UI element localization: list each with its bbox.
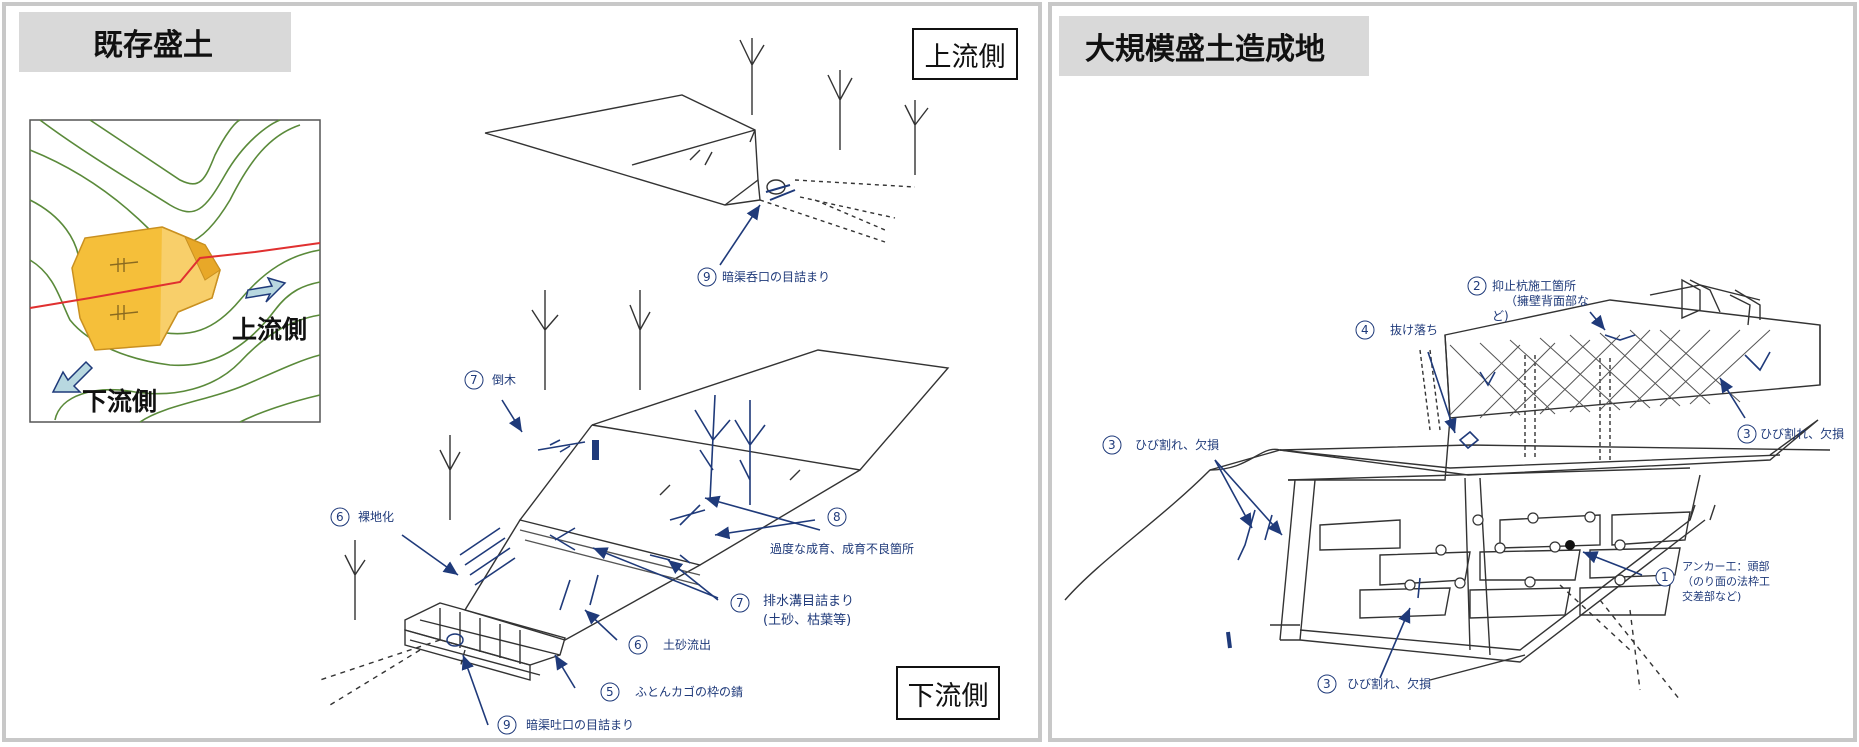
- callout-3-left-text: ひび割れ、欠損: [1135, 437, 1219, 452]
- callout-6-bare-num: 6: [336, 510, 344, 524]
- left-callout-arrows: [401, 204, 821, 726]
- callout-1-line3: 交差部など): [1682, 589, 1741, 603]
- left-panel-title: 既存盛土: [19, 12, 291, 72]
- right-panel-title: 大規模盛土造成地: [1059, 16, 1369, 76]
- large-fill-sketch: [1064, 278, 1831, 701]
- callout-5-num: 5: [606, 685, 614, 699]
- callout-3-right-text: ひび割れ、欠損: [1760, 426, 1844, 441]
- callout-7-drain-num: 7: [736, 596, 744, 610]
- lower-fill-sketch: [319, 290, 950, 706]
- upstream-label-box: 上流側: [912, 28, 1018, 80]
- callout-9-top-num: 9: [703, 270, 711, 284]
- callout-7-drain-line2: (土砂、枯葉等): [763, 612, 851, 628]
- callout-2-line2: （擁壁背面部な: [1505, 293, 1589, 308]
- callout-8-num: 8: [833, 510, 841, 524]
- callout-9-bottom-text: 暗渠吐口の目詰まり: [526, 717, 634, 732]
- map-upstream-label: 上流側: [232, 315, 307, 344]
- callout-1-num: 1: [1661, 570, 1669, 584]
- callout-7-drain-line1: 排水溝目詰まり: [763, 593, 854, 609]
- lattice-pattern: [1449, 329, 1771, 419]
- callout-6-sediment-text: 土砂流出: [663, 638, 711, 652]
- callout-4-text: 抜け落ち: [1390, 323, 1438, 337]
- downstream-label-box: 下流側: [896, 666, 1000, 720]
- callout-8-text: 過度な成育、成育不良箇所: [770, 541, 914, 556]
- callout-5-text: ふとんカゴの枠の錆: [635, 684, 743, 699]
- callout-2-num: 2: [1473, 279, 1481, 293]
- right-panel-large-fill: [1048, 2, 1857, 742]
- right-callout-arrows: [1214, 311, 1746, 679]
- callout-3-left-num: 3: [1108, 438, 1116, 452]
- callout-1-line2: （のり面の法枠工: [1682, 574, 1770, 588]
- callout-6-sediment-num: 6: [634, 638, 642, 652]
- inset-map: 上流側 下流側: [29, 119, 321, 423]
- callout-texts: 9 暗渠呑口の目詰まり 7 倒木 6 裸地化 8 過度な成育、成育不良箇所 7 …: [330, 267, 1844, 735]
- callout-7-fallen-text: 倒木: [492, 373, 516, 387]
- map-downstream-label: 下流側: [82, 387, 157, 416]
- callout-4-num: 4: [1361, 323, 1369, 337]
- callout-9-top-text: 暗渠呑口の目詰まり: [722, 269, 830, 284]
- callout-3-bottom-text: ひび割れ、欠損: [1347, 676, 1431, 691]
- callout-7-fallen-num: 7: [470, 373, 478, 387]
- callout-9-bottom-num: 9: [503, 718, 511, 732]
- upper-fill-sketch: [484, 38, 929, 243]
- downstream-arrow-icon: [51, 360, 94, 393]
- callout-2-line3: ど): [1492, 309, 1509, 323]
- callout-3-bottom-num: 3: [1323, 677, 1331, 691]
- upstream-arrow-icon: [244, 276, 287, 303]
- callout-1-line1: アンカー工：頭部: [1682, 559, 1770, 573]
- trees-and-damage: [459, 394, 766, 611]
- callout-3-right-num: 3: [1743, 427, 1751, 441]
- callout-2-line1: 抑止杭施工箇所: [1492, 278, 1576, 293]
- callout-6-bare-text: 裸地化: [358, 509, 394, 524]
